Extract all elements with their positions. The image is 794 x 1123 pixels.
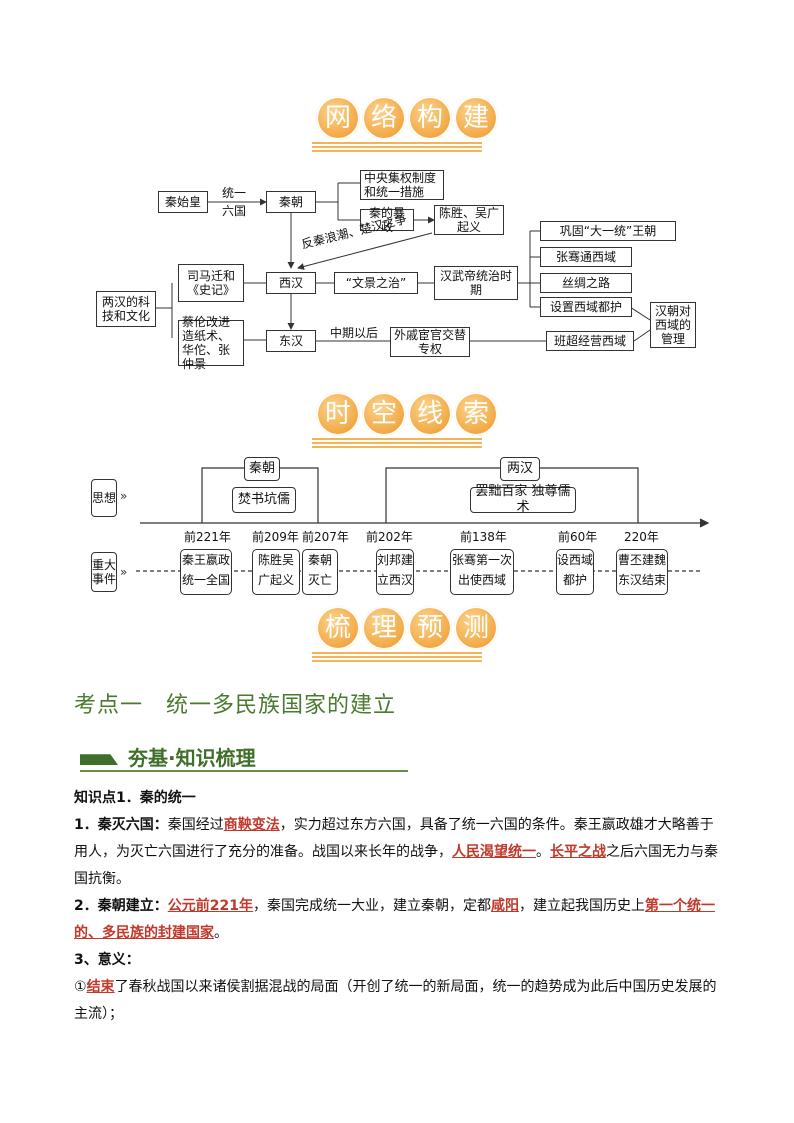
node-central-system: 中央集权制度和统一措施 (360, 170, 444, 200)
year-label: 前207年 (302, 530, 349, 544)
banner-char: 时 (316, 392, 360, 436)
p1-lead: 1．秦灭六国： (74, 817, 168, 833)
p2-text: ，秦国完成统一大业，建立秦朝，定都 (252, 898, 491, 914)
banner-review: 梳 理 预 测 (0, 606, 794, 666)
banner-stripes (332, 438, 482, 448)
p2-text: ，建立起我国历史上 (518, 898, 645, 914)
p2-text: 。 (214, 925, 228, 941)
label-unify-2: 六国 (222, 204, 247, 218)
year-label: 前138年 (460, 530, 507, 544)
event-box: 陈胜吴广起义 (252, 549, 300, 595)
node-eastern-han: 东汉 (266, 330, 316, 352)
p2-lead: 2．秦朝建立： (74, 898, 168, 914)
p2-key-term: 第一个统一的、多民族的封建国家 (74, 898, 715, 941)
p1-text: 。 (536, 844, 550, 860)
p4-text: 了春秋战国以来诸侯割据混战的局面（开创了统一的新局面，统一的趋势成为此后中国历史… (74, 979, 717, 1022)
node-han-manage: 汉朝对西域的管理 (650, 302, 696, 348)
node-zhangqian: 张骞通西域 (540, 247, 632, 267)
p2-key-term: 咸阳 (490, 898, 519, 914)
banner-char: 梳 (316, 606, 360, 650)
tl-two-han: 两汉 (500, 457, 540, 481)
label-thought: 思想 (91, 479, 117, 517)
banner-char: 理 (362, 606, 406, 650)
p1-key-term: 长平之战 (550, 844, 606, 860)
sub-title: 夯基·知识梳理 (128, 746, 256, 770)
tl-qin: 秦朝 (244, 457, 280, 481)
banner-char: 络 (362, 96, 406, 140)
banner-stripes (332, 142, 482, 152)
p2-key-term: 公元前221年 (167, 898, 253, 914)
year-label: 前202年 (366, 530, 413, 544)
p4-text: ① (74, 979, 87, 995)
banner-char: 测 (454, 606, 498, 650)
node-chensheng: 陈胜、吴广起义 (434, 205, 504, 235)
banner-char: 建 (454, 96, 498, 140)
node-wudi: 汉武帝统治时期 (434, 266, 518, 300)
node-banchao: 班超经营西域 (546, 331, 634, 351)
paragraph-4: ①结束了春秋战国以来诸侯割据混战的局面（开创了统一的新局面，统一的趋势成为此后中… (74, 974, 724, 1028)
year-label: 前60年 (558, 530, 598, 544)
year-label: 前209年 (252, 530, 299, 544)
banner-network: 网 络 构 建 (0, 96, 794, 156)
node-wenjing: “文景之治” (334, 272, 418, 294)
banner-char: 构 (408, 96, 452, 140)
subtitle-underline (80, 770, 408, 772)
node-tyranny: 秦的暴政 (360, 206, 414, 234)
banner-char: 线 (408, 392, 452, 436)
point-title: 知识点1．秦的统一 (74, 790, 196, 806)
banner-char: 网 (316, 96, 360, 140)
node-qinshihuang: 秦始皇 (158, 191, 208, 213)
tl-burn-books: 焚书坑儒 (232, 487, 296, 513)
node-eunuchs: 外戚宦官交替专权 (390, 327, 470, 357)
event-box: 秦朝灭亡 (302, 549, 338, 595)
event-box: 刘邦建立西汉 (376, 549, 414, 595)
svg-text:»: » (120, 565, 127, 579)
year-label: 前221年 (184, 530, 231, 544)
section-title: 考点一 统一多民族国家的建立 (74, 693, 397, 718)
node-western-han: 西汉 (266, 272, 316, 294)
event-box: 曹丕建魏东汉结束 (616, 549, 668, 595)
node-protectorate: 设置西域都护 (540, 297, 632, 317)
node-tech-culture: 两汉的科技和文化 (96, 291, 156, 327)
banner-char: 索 (454, 392, 498, 436)
p1-text: 之后六国无力与秦国抗衡。 (74, 844, 718, 887)
label-mid-later: 中期以后 (330, 326, 379, 340)
tl-confucian: 罢黜百家 独尊儒术 (470, 484, 576, 515)
node-sima: 司马迁和《史记》 (178, 264, 244, 302)
paragraph-3: 3、意义： (74, 952, 140, 968)
event-box: 张骞第一次出使西域 (450, 549, 514, 595)
paragraph-1: 1．秦灭六国：秦国经过商鞅变法，实力超过东方六国，具备了统一六国的条件。秦王嬴政… (74, 812, 724, 893)
p4-key-term: 结束 (86, 979, 115, 995)
subtitle-decoration (80, 754, 118, 765)
banner-stripes (332, 652, 482, 662)
label-major-events: 重大事件 (91, 552, 117, 592)
event-box: 设西域都护 (556, 549, 594, 595)
banner-timeline: 时 空 线 索 (0, 392, 794, 452)
p1-text: ，实力超过东方六国，具备了统一六国的条件。秦王嬴政雄才大略善于用人，为灭亡六国进… (74, 817, 714, 860)
banner-char: 空 (362, 392, 406, 436)
paragraph-2: 2．秦朝建立：公元前221年，秦国完成统一大业，建立秦朝，定都咸阳，建立起我国历… (74, 893, 724, 947)
event-box: 秦王嬴政统一全国 (180, 549, 232, 595)
banner-char: 预 (408, 606, 452, 650)
p1-key-term: 商鞅变法 (223, 817, 280, 833)
p1-text: 秦国经过 (167, 817, 224, 833)
node-qin: 秦朝 (266, 191, 316, 213)
year-label: 220年 (624, 530, 659, 544)
node-consolidate: 巩固“大一统”王朝 (540, 221, 676, 241)
label-unify-1: 统一 (222, 186, 247, 200)
svg-text:»: » (120, 489, 127, 503)
p1-key-term: 人民渴望统一 (452, 844, 536, 860)
node-silk-road: 丝绸之路 (540, 273, 632, 293)
